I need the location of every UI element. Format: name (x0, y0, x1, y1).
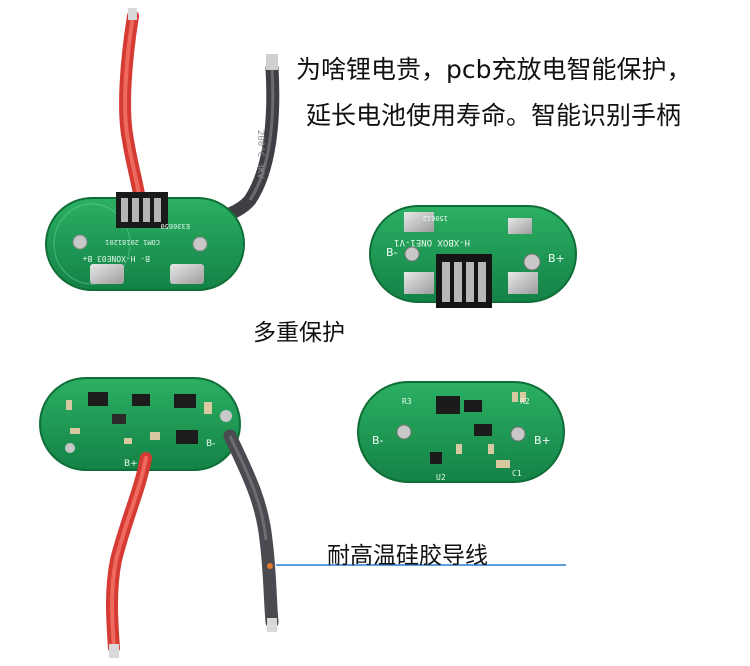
svg-text:B-: B- (372, 434, 384, 447)
pcb-board-top-left: 200°C 3KV B- H-XONE03 B+ COM1 20181201 E… (45, 8, 280, 291)
svg-text:U2: U2 (436, 473, 446, 482)
protection-label: 多重保护 (253, 320, 345, 346)
svg-text:150612: 150612 (423, 214, 448, 222)
svg-text:COM1 20181201: COM1 20181201 (105, 238, 160, 246)
svg-text:C1: C1 (512, 469, 522, 478)
headline-line-1: 为啥锂电贵，pcb充放电智能保护， (296, 55, 692, 84)
svg-text:200°C 3KV: 200°C 3KV (255, 130, 265, 179)
svg-text:B-: B- (206, 439, 215, 449)
wire-label: 耐高温硅胶导线 (327, 543, 488, 569)
svg-text:B+: B+ (548, 252, 565, 265)
svg-text:B-: B- (386, 246, 398, 259)
headline-line-2: 延长电池使用寿命。智能识别手柄 (306, 101, 682, 130)
pcb-board-bottom-right: B- B+ R3 R2 U2 C1 (357, 381, 565, 483)
svg-text:B+: B+ (534, 434, 551, 447)
pcb-board-bottom-left: B+ B- (39, 377, 279, 658)
svg-text:E336650: E336650 (160, 222, 190, 230)
pcb-board-top-right: B- B+ H-XBOX ONE1-V1 150612 (369, 205, 577, 308)
svg-text:B+: B+ (124, 459, 138, 469)
svg-text:H-XBOX ONE1-V1: H-XBOX ONE1-V1 (394, 237, 470, 247)
svg-text:R2: R2 (520, 397, 530, 406)
svg-text:R3: R3 (402, 397, 412, 406)
svg-text:B- H-XONE03 B+: B- H-XONE03 B+ (82, 254, 150, 263)
